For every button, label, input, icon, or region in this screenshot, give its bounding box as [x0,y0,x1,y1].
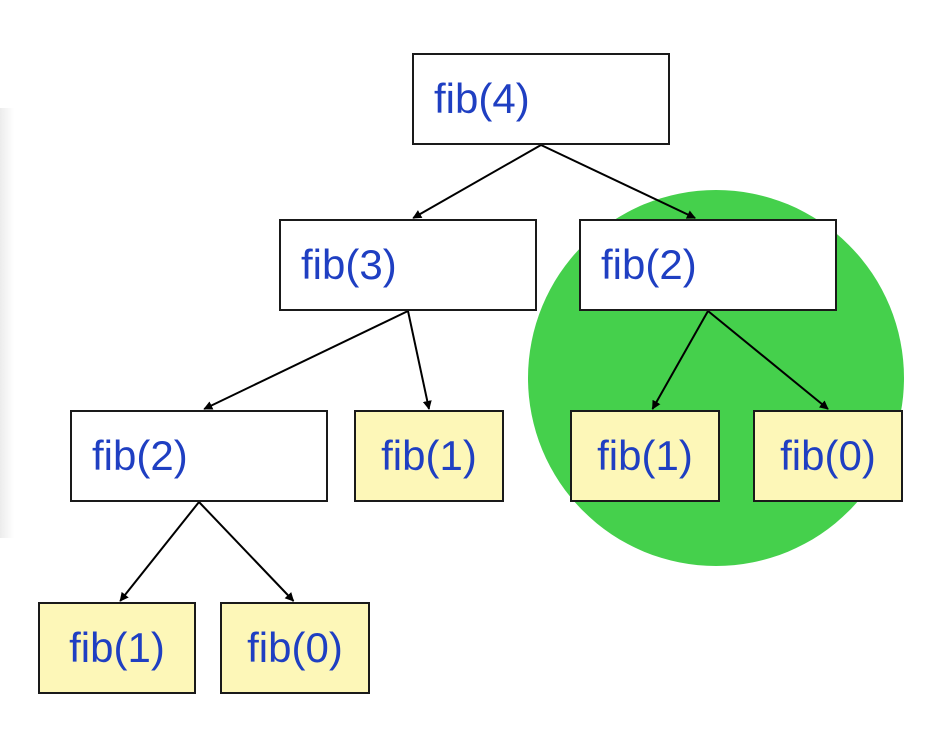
node-fib-1-leaf: fib(1) [354,410,504,502]
node-fib-2-highlighted: fib(2) [579,219,837,311]
edge-n3-to-n2l [203,310,409,410]
node-fib-0-leaf-bottom: fib(0) [220,602,370,694]
edge-n2l-to-n1b [119,501,200,602]
edge-n2r-to-n0r [707,310,829,410]
left-edge-shading [0,108,14,538]
node-fib-1-leaf-highlighted: fib(1) [570,410,720,502]
node-fib-2: fib(2) [70,410,328,502]
node-fib-1-leaf-bottom: fib(1) [38,602,196,694]
edge-n4-to-n2r [540,144,696,219]
node-fib-3: fib(3) [279,219,537,311]
edge-n4-to-n3 [412,144,542,219]
edge-n2l-to-n0b [198,501,295,602]
node-fib-0-leaf-highlighted: fib(0) [753,410,903,502]
edges-layer [119,144,829,602]
edge-n3-to-n1a [407,310,432,410]
node-fib-4: fib(4) [412,53,670,145]
edge-n2r-to-n1r [651,310,709,410]
